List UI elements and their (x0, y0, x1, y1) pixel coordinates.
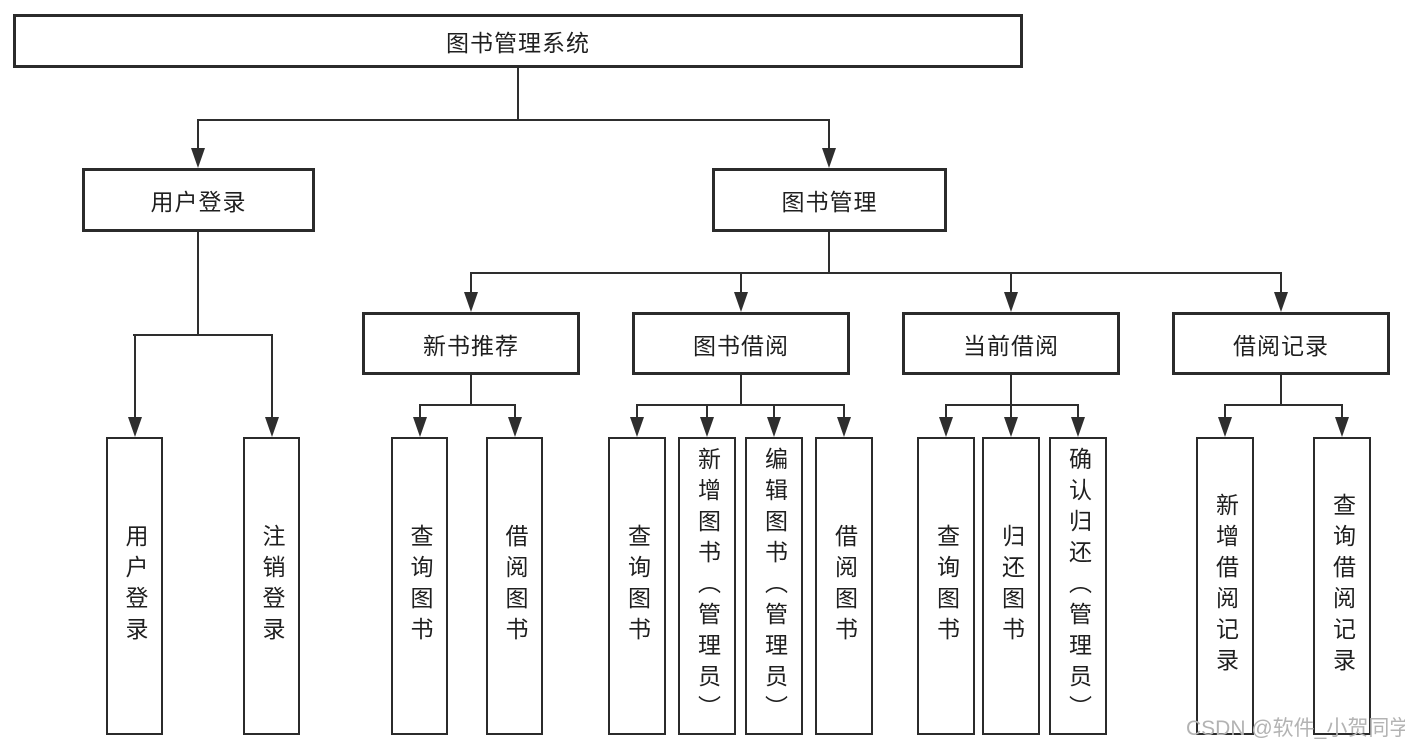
node-label: 查询借阅记录 (1329, 493, 1356, 679)
category-node-book-borrowing: 图书借阅 (632, 312, 850, 375)
arrow-down-icon (1071, 404, 1085, 437)
arrow-down-icon (413, 404, 427, 437)
arrow-down-icon (939, 404, 953, 437)
connector-line (197, 232, 199, 336)
node-label: 当前借阅 (963, 332, 1059, 359)
node-label: 借阅图书 (831, 524, 858, 648)
arrow-down-icon (1218, 404, 1232, 437)
leaf-node-borrow-books: 借阅图书 (815, 437, 873, 735)
connector-line (470, 272, 1282, 274)
leaf-node-query-books: 查询图书 (608, 437, 666, 735)
arrow-down-icon (734, 272, 748, 312)
node-label: 用户登录 (122, 524, 148, 648)
connector-line (1010, 375, 1012, 406)
arrow-down-icon (265, 334, 279, 437)
arrow-down-icon (1004, 272, 1018, 312)
leaf-node-confirm-return-admin: 确认归还（管理员） (1049, 437, 1107, 735)
arrow-down-icon (508, 404, 522, 437)
node-label: 查询图书 (624, 524, 651, 648)
connector-line (133, 334, 272, 336)
leaf-node-add-books-admin: 新增图书（管理员） (678, 437, 736, 735)
node-label: 图书管理系统 (446, 30, 590, 56)
root-node: 图书管理系统 (13, 14, 1023, 68)
node-label: 查询图书 (407, 524, 433, 648)
connector-line (828, 232, 830, 274)
category-node-borrowing-records: 借阅记录 (1172, 312, 1390, 375)
arrow-down-icon (191, 119, 205, 168)
connector-line (1224, 404, 1343, 406)
leaf-node-query-borrow-record: 查询借阅记录 (1313, 437, 1371, 735)
arrow-down-icon (767, 404, 781, 437)
node-label: 借阅图书 (502, 524, 528, 648)
node-label: 编辑图书（管理员） (761, 446, 788, 726)
node-label: 新书推荐 (423, 332, 519, 359)
category-node-new-book-recommendation: 新书推荐 (362, 312, 580, 375)
node-label: 归还图书 (998, 524, 1025, 648)
category-node-current-borrowing: 当前借阅 (902, 312, 1120, 375)
arrow-down-icon (1335, 404, 1349, 437)
node-label: 图书借阅 (693, 332, 789, 359)
branch-node-book-management: 图书管理 (712, 168, 947, 232)
connector-line (197, 119, 830, 121)
arrow-down-icon (700, 404, 714, 437)
arrow-down-icon (630, 404, 644, 437)
connector-line (470, 375, 472, 406)
node-label: 查询图书 (933, 524, 960, 648)
arrow-down-icon (822, 119, 836, 168)
connector-line (517, 68, 519, 120)
arrow-down-icon (1274, 272, 1288, 312)
node-label: 图书管理 (781, 189, 878, 215)
arrow-down-icon (837, 404, 851, 437)
leaf-node-query-books: 查询图书 (391, 437, 448, 735)
node-label: 注销登录 (259, 524, 285, 648)
connector-line (636, 404, 845, 406)
leaf-node-add-borrow-record: 新增借阅记录 (1196, 437, 1254, 735)
node-label: 确认归还（管理员） (1065, 446, 1092, 726)
leaf-node-return-books: 归还图书 (982, 437, 1040, 735)
arrow-down-icon (1004, 404, 1018, 437)
connector-line (945, 404, 1079, 406)
branch-node-user-login: 用户登录 (82, 168, 315, 232)
connector-line (1280, 375, 1282, 406)
csdn-watermark: CSDN @软件_小贺同学 (1186, 717, 1405, 740)
node-label: 新增借阅记录 (1212, 493, 1239, 679)
leaf-node-borrow-books: 借阅图书 (486, 437, 543, 735)
node-label: 新增图书（管理员） (694, 446, 721, 726)
leaf-node-logout: 注销登录 (243, 437, 300, 735)
connector-line (740, 375, 742, 406)
leaf-node-edit-books-admin: 编辑图书（管理员） (745, 437, 803, 735)
node-label: 用户登录 (150, 189, 247, 215)
arrow-down-icon (128, 334, 142, 437)
connector-line (419, 404, 516, 406)
leaf-node-user-login: 用户登录 (106, 437, 163, 735)
leaf-node-query-books: 查询图书 (917, 437, 975, 735)
arrow-down-icon (464, 272, 478, 312)
node-label: 借阅记录 (1233, 332, 1329, 359)
